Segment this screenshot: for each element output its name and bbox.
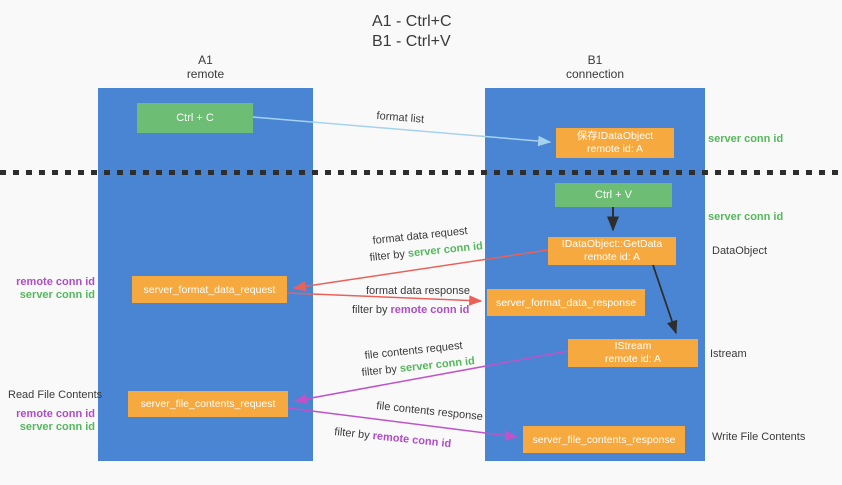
node-getdata-line2: remote id: A (583, 251, 641, 263)
node-ctrl-c: Ctrl + C (137, 103, 253, 133)
annotation-server-conn-id-mid: server conn id (708, 211, 784, 223)
remote-conn-id-label: remote conn id (16, 408, 95, 420)
annotation-conn-ids-format: remote conn id server conn id (0, 276, 95, 302)
node-istream: IStream remote id: A (568, 339, 698, 367)
remote-conn-id-label: remote conn id (16, 276, 95, 288)
filter-by-text: filter by (333, 426, 371, 442)
lane-b1-name: B1 (587, 53, 603, 67)
label-filter-by-remote-conn-id-2: filter by remote conn id (334, 426, 452, 450)
node-server-format-data-request: server_format_data_request (132, 276, 287, 303)
label-format-data-response: format data response (366, 285, 470, 297)
node-istream-line1: IStream (614, 340, 652, 352)
server-conn-id-label: server conn id (19, 289, 95, 301)
lane-header-remote: A1 remote (98, 53, 313, 81)
lane-a1-name: A1 (198, 53, 213, 67)
node-istream-line2: remote id: A (604, 353, 662, 365)
label-file-contents-response: file contents response (375, 400, 484, 424)
lane-b1-role: connection (565, 67, 625, 81)
filter-by-text: filter by (352, 304, 388, 316)
node-ctrl-v: Ctrl + V (555, 183, 672, 207)
server-conn-id-label: server conn id (19, 421, 95, 433)
node-server-file-contents-response: server_file_contents_response (523, 426, 685, 453)
annotation-write-file-contents: Write File Contents (712, 431, 806, 443)
node-server-format-data-response: server_format_data_response (487, 289, 645, 316)
filter-by-text: filter by (369, 248, 406, 264)
annotation-conn-ids-file: remote conn id server conn id (0, 408, 95, 434)
node-save-idataobject: 保存IDataObject remote id: A (556, 128, 674, 158)
lane-a1-role: remote (186, 67, 225, 81)
annotation-server-conn-id-top: server conn id (708, 133, 784, 145)
title-line-2: B1 - Ctrl+V (372, 33, 451, 50)
server-conn-id-text: server conn id (407, 240, 484, 260)
node-getdata-line1: IDataObject::GetData (561, 238, 663, 250)
title-line-1: A1 - Ctrl+C (372, 13, 452, 30)
dotted-separator-line (0, 170, 842, 175)
server-conn-id-text: server conn id (399, 355, 476, 375)
annotation-istream: Istream (710, 348, 747, 360)
lane-header-connection: B1 connection (485, 53, 705, 81)
remote-conn-id-text: remote conn id (372, 430, 452, 451)
node-save-idataobject-line1: 保存IDataObject (576, 130, 654, 142)
remote-conn-id-text: remote conn id (390, 304, 470, 316)
label-filter-by-remote-conn-id-1: filter by remote conn id (352, 304, 469, 316)
label-format-list: format list (376, 110, 425, 126)
node-save-idataobject-line2: remote id: A (586, 143, 644, 155)
annotation-dataobject: DataObject (712, 245, 768, 257)
annotation-read-file-contents: Read File Contents (8, 389, 103, 401)
node-server-file-contents-request: server_file_contents_request (128, 391, 288, 417)
node-idataobject-getdata: IDataObject::GetData remote id: A (548, 237, 676, 265)
filter-by-text: filter by (361, 363, 398, 379)
diagram-title: A1 - Ctrl+C B1 - Ctrl+V (372, 12, 452, 52)
